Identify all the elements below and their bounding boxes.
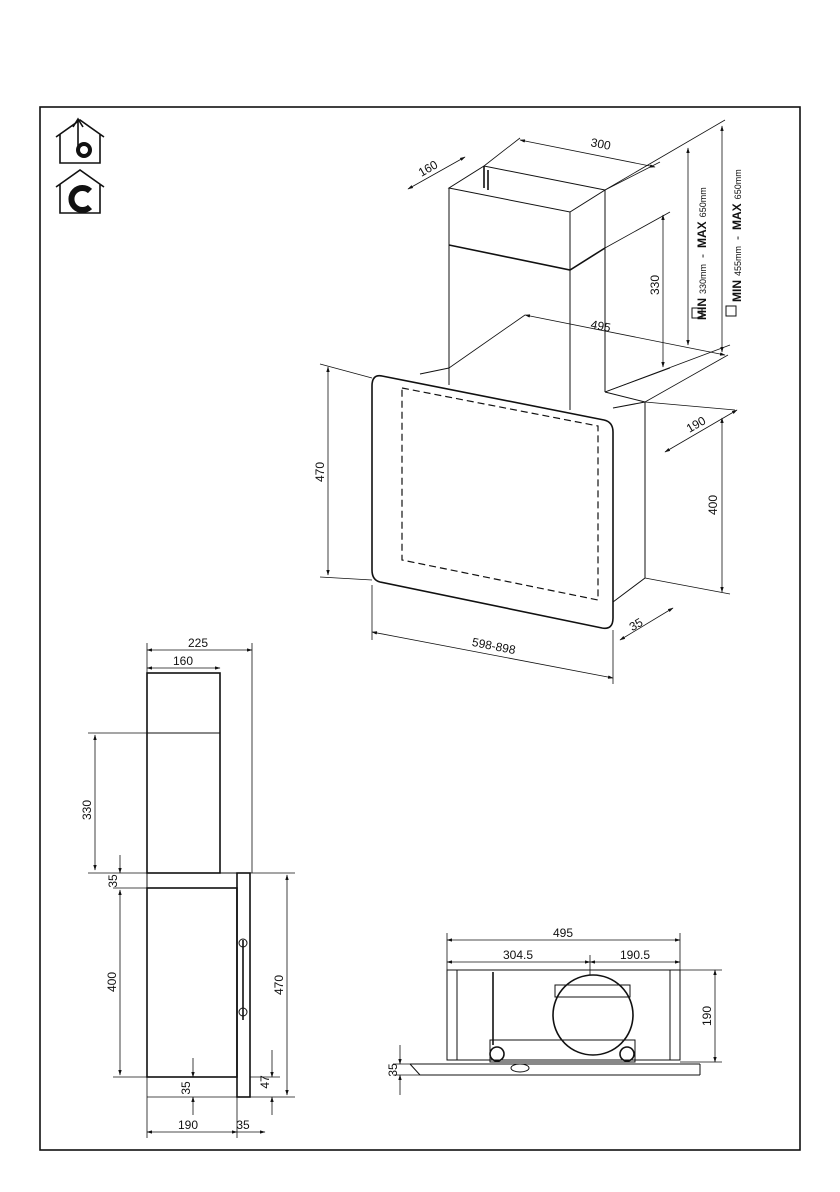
- svg-text:495: 495: [553, 926, 573, 940]
- svg-text:190.5: 190.5: [620, 948, 650, 962]
- dim-body-height: 400: [706, 495, 720, 515]
- svg-text:MIN330mm-MAX650mm: MIN330mm-MAX650mm: [695, 187, 709, 320]
- drawing-frame: [39, 106, 801, 1151]
- svg-text:35: 35: [236, 1118, 250, 1132]
- svg-text:35: 35: [106, 874, 120, 888]
- svg-text:400: 400: [105, 972, 119, 992]
- recirc-height-range: MIN455mm-MAX650mm: [730, 169, 744, 302]
- svg-text:35: 35: [386, 1063, 400, 1077]
- dim-panel-width: 598-898: [471, 635, 517, 657]
- svg-text:MIN455mm-MAX650mm: MIN455mm-MAX650mm: [730, 169, 744, 302]
- dim-body-width: 495: [590, 317, 613, 335]
- svg-text:190: 190: [178, 1118, 198, 1132]
- ducted-exhaust-icon: b: [55, 117, 105, 164]
- svg-text:225: 225: [188, 636, 208, 650]
- svg-text:47: 47: [258, 1075, 272, 1089]
- dim-body-depth: 190: [684, 413, 709, 435]
- recirc-mini-icon: [725, 305, 737, 317]
- dim-chimney-depth: 160: [416, 157, 441, 179]
- recirculation-icon: [55, 169, 105, 214]
- ducted-mini-icon: [691, 307, 703, 319]
- svg-text:190: 190: [700, 1006, 714, 1026]
- dim-panel-height: 470: [313, 462, 327, 482]
- bottom-view: 495 304.5 190.5 190 35: [386, 926, 722, 1095]
- svg-text:330: 330: [80, 800, 94, 820]
- perspective-view: 470 598-898 400 35 190 495 330 300 160 M…: [313, 119, 744, 684]
- side-view: 225 160 330 35 400 470 35 47 190 35: [80, 636, 295, 1138]
- dim-panel-thickness: 35: [627, 615, 646, 634]
- svg-text:160: 160: [173, 654, 193, 668]
- svg-text:35: 35: [179, 1081, 193, 1095]
- dim-chimney-width: 300: [590, 135, 613, 153]
- svg-text:470: 470: [272, 975, 286, 995]
- svg-text:304.5: 304.5: [503, 948, 533, 962]
- ducted-height-range: MIN330mm-MAX650mm: [695, 187, 709, 320]
- dim-chimney-height: 330: [648, 275, 662, 295]
